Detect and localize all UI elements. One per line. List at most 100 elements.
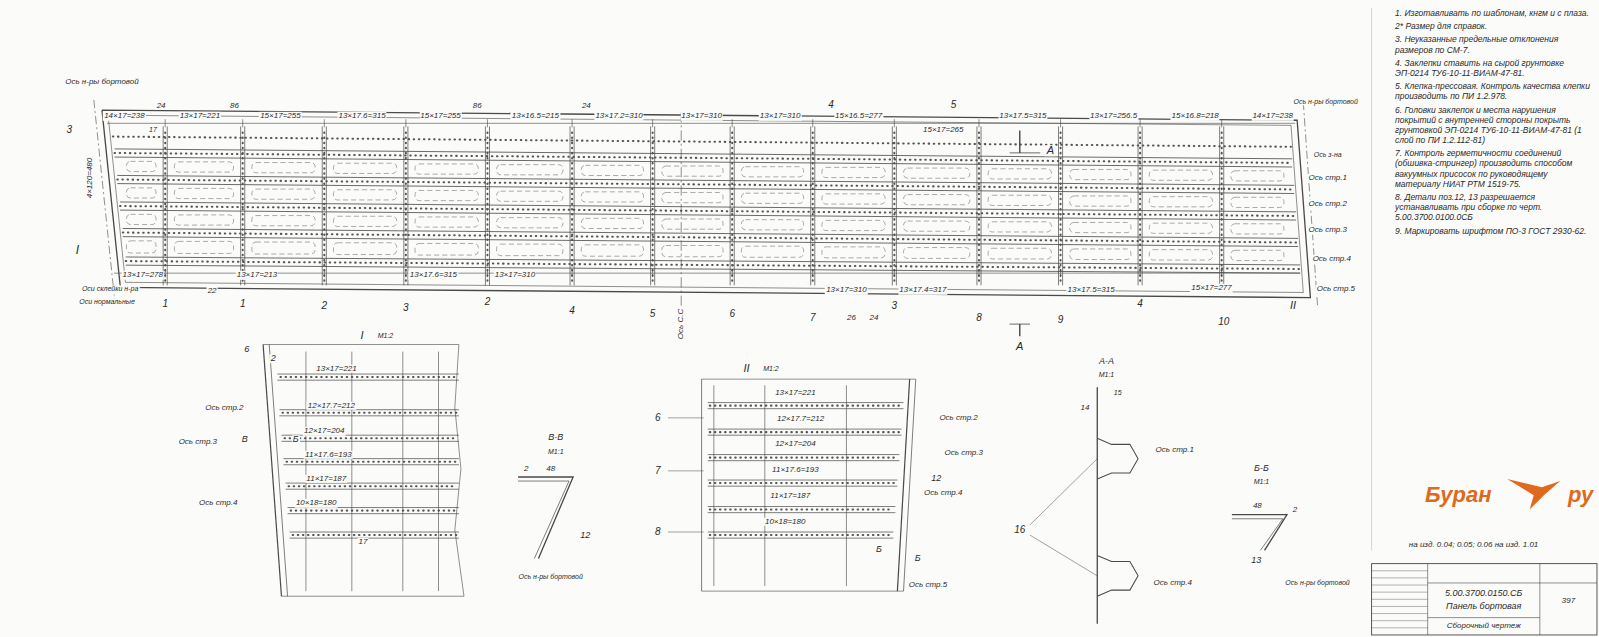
rivet-row	[710, 405, 902, 407]
frame-line	[713, 385, 714, 586]
drawing-label: 12×17=204	[774, 440, 817, 448]
detail-edge	[701, 379, 702, 591]
drawing-label: 13×17.5=315	[998, 112, 1047, 120]
center-axis	[681, 112, 682, 306]
detail-edge	[269, 344, 287, 596]
drawing-label: 12	[930, 474, 942, 483]
drawing-label: 86	[472, 102, 483, 110]
cutout-outline	[662, 193, 723, 203]
stringer-line	[117, 175, 1294, 185]
cutout-outline	[415, 243, 478, 255]
rivet-row	[893, 132, 895, 281]
drawing-label: 8	[654, 527, 662, 538]
dimension-tick	[812, 269, 813, 277]
cutout-outline	[1149, 170, 1212, 180]
dimension-tick	[165, 269, 166, 277]
drawing-label: 397	[1561, 597, 1576, 605]
dimension-tick	[1221, 269, 1222, 277]
cutout-outline	[662, 246, 723, 257]
note-text: 1. Изготавливать по шаблонам, кнгм и с п…	[1395, 8, 1591, 18]
cutout-outline	[904, 248, 970, 259]
cutout-outline	[126, 241, 156, 253]
drawing-label: 11×17.6=193	[304, 450, 353, 458]
hat-stringer	[1097, 555, 1138, 596]
stringer-line	[708, 532, 894, 533]
note-text: 7. Контроль герметичности соединений (об…	[1395, 148, 1591, 189]
dimension-tick	[732, 269, 733, 277]
dimension-tick	[324, 119, 325, 127]
rivet-row	[287, 461, 457, 463]
stringer-line	[708, 506, 896, 507]
drawing-label: 10	[1217, 317, 1230, 328]
drawing-label: 8	[975, 313, 983, 324]
detail-break	[702, 591, 904, 592]
drawing-label: М1:1	[1098, 371, 1116, 378]
rivet-row	[126, 261, 1300, 269]
title-block-rule	[1428, 617, 1540, 618]
dimension-tick	[1060, 269, 1061, 277]
dimension-tick	[242, 119, 243, 127]
dimension-line	[114, 273, 1300, 274]
stringer-line	[277, 380, 459, 381]
cutout-outline	[988, 248, 1051, 259]
title-block-rule	[1372, 592, 1428, 593]
drawing-label: 24	[868, 314, 879, 322]
title-block-rule	[1428, 582, 1597, 583]
dimension-tick	[1140, 269, 1141, 277]
dimension-tick	[732, 119, 733, 127]
drawing-label: I	[359, 331, 364, 343]
dimension-tick	[487, 269, 488, 277]
drawing-label: 3	[66, 125, 74, 136]
frame-line	[438, 352, 439, 592]
drawing-label: 4	[568, 306, 576, 317]
drawing-label: 2	[1292, 505, 1298, 513]
cutout-outline	[822, 220, 885, 230]
drawing-label: 12×17.7=212	[307, 401, 356, 409]
cutout-outline	[126, 214, 156, 224]
frame-line	[402, 352, 403, 592]
drawing-label: Ось н-ры бортовой	[1284, 579, 1350, 586]
drawing-label: 16	[1013, 525, 1026, 536]
stringer-line	[126, 257, 1300, 265]
stringer-line	[281, 441, 458, 442]
drawing-label: Ось стр.3	[178, 438, 218, 446]
drawing-label: 22	[207, 287, 218, 295]
drawing-label: 13×17=221	[315, 365, 358, 373]
cutout-outline	[1231, 197, 1284, 207]
detail-break	[281, 596, 464, 597]
rivet-row	[710, 534, 892, 536]
frame-line	[892, 126, 893, 285]
drawing-label: 12×17=204	[303, 427, 346, 435]
cutout-outline	[581, 192, 643, 202]
drawing-label: 48	[1252, 501, 1263, 509]
drawing-label: Ось стр.1	[1155, 446, 1195, 454]
drawing-label: Ось стр.2	[1308, 200, 1348, 208]
dimension-tick	[572, 119, 573, 127]
drawing-label: 6	[654, 413, 662, 424]
cutout-outline	[1070, 169, 1131, 179]
drawing-label: 4	[1136, 298, 1144, 309]
cutout-outline	[741, 220, 803, 230]
drawing-label: на изд. 0.04; 0.05; 0.06 на изд. 1.01	[1408, 541, 1539, 549]
rivet-row	[710, 482, 896, 484]
drawing-label: 17	[358, 538, 369, 546]
dimension-tick	[894, 269, 895, 277]
drawing-label: 1	[239, 298, 247, 309]
drawing-label: 48	[545, 465, 556, 473]
stringer-line	[283, 464, 458, 465]
leader-line	[1030, 535, 1097, 576]
leader-line	[668, 532, 704, 533]
drawing-label: Ось стр.4	[1312, 255, 1352, 263]
title-block-rule	[1372, 577, 1428, 578]
stringer-line	[708, 454, 900, 455]
cutout-outline	[1149, 250, 1212, 260]
section-arrow	[1010, 152, 1041, 153]
border-line	[1371, 8, 1372, 550]
frame-line	[407, 126, 408, 285]
rivet-row	[571, 132, 573, 281]
title-block-rule	[1372, 599, 1428, 600]
rivet-row	[120, 206, 1296, 216]
drawing-label: Ось н-ры бортовой	[517, 573, 583, 580]
cutout-outline	[904, 195, 970, 205]
drawing-label: Ось стр.3	[943, 448, 983, 456]
